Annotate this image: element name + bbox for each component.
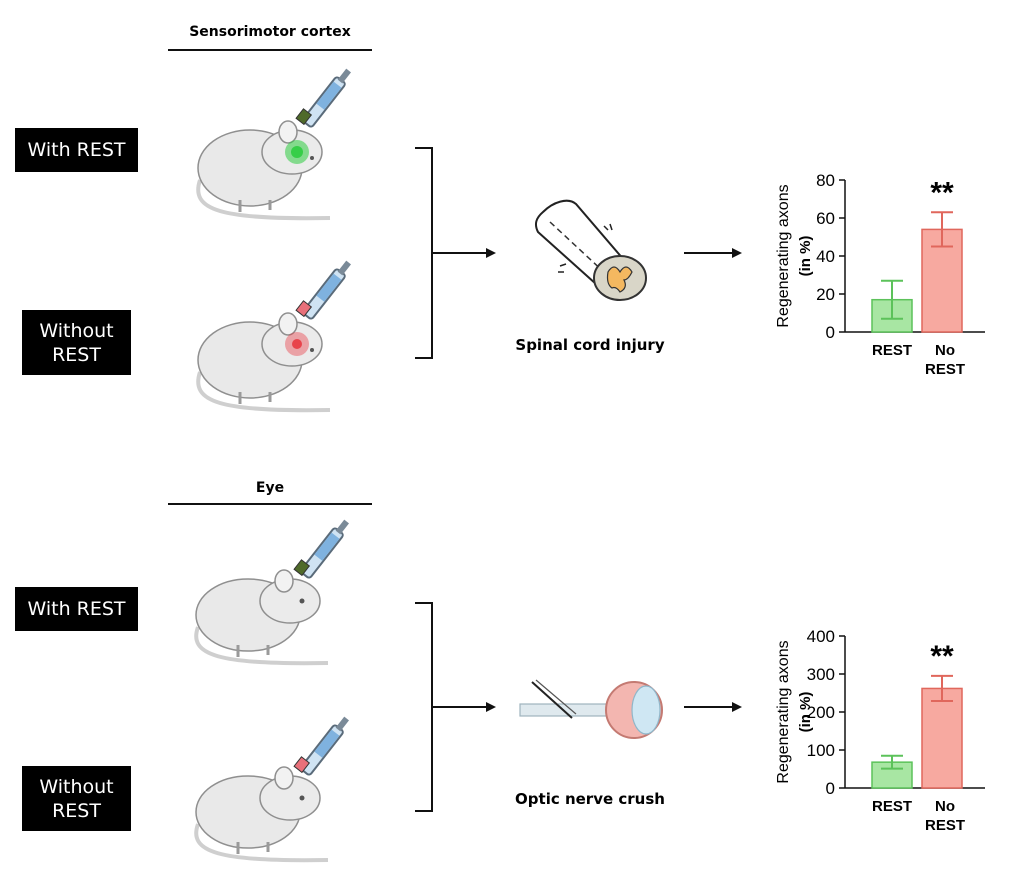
top-mouse-red <box>196 260 351 413</box>
significance-label: ** <box>930 640 954 673</box>
bottom-without-rest-label: Without REST <box>22 766 131 831</box>
bottom-with-rest-text: With REST <box>27 598 126 620</box>
top-with-rest-text: With REST <box>27 139 126 161</box>
y-tick-label: 80 <box>816 171 835 190</box>
top-section-heading: Sensorimotor cortex <box>189 24 351 40</box>
bottom-bracket-arrows <box>415 602 742 812</box>
bar <box>921 687 963 789</box>
y-tick-label: 100 <box>807 741 835 760</box>
y-axis-label: Regenerating axons <box>775 640 792 783</box>
top-mouse-green <box>196 68 351 221</box>
spinal-cord-caption: Spinal cord injury <box>515 336 665 354</box>
bottom-mouse-red <box>194 716 349 863</box>
optic-nerve-caption: Optic nerve crush <box>515 790 665 808</box>
top-with-rest-label: With REST <box>15 128 138 172</box>
bottom-mouse-green <box>194 519 349 666</box>
x-tick-label: No <box>935 798 955 815</box>
x-tick-label: REST <box>872 342 912 359</box>
top-heading-rule <box>168 49 372 51</box>
y-axis-label: Regenerating axons <box>775 184 792 327</box>
bar <box>871 761 913 789</box>
spinal-cord-icon <box>534 199 647 301</box>
y-tick-label: 400 <box>807 627 835 646</box>
top-without-line1: Without <box>39 319 114 342</box>
top-without-line2: REST <box>52 343 101 366</box>
top-without-rest-label: Without REST <box>22 310 131 375</box>
y-axis-label-unit: (in %) <box>797 692 814 733</box>
eye-optic-nerve-icon <box>519 679 663 739</box>
bottom-heading-rule <box>168 503 372 505</box>
bottom-without-line2: REST <box>52 799 101 822</box>
bottom-without-line1: Without <box>39 775 114 798</box>
y-tick-label: 0 <box>826 323 835 342</box>
x-tick-label: REST <box>872 798 912 815</box>
x-tick-label: REST <box>925 817 965 834</box>
y-tick-label: 300 <box>807 665 835 684</box>
y-tick-label: 200 <box>807 703 835 722</box>
bottom-with-rest-label: With REST <box>15 587 138 631</box>
x-tick-label: No <box>935 342 955 359</box>
y-tick-label: 60 <box>816 209 835 228</box>
top-bracket-arrows <box>415 147 742 359</box>
y-tick-label: 40 <box>816 247 835 266</box>
bottom-section-heading: Eye <box>255 480 285 496</box>
syringe-icon <box>295 68 351 149</box>
significance-label: ** <box>930 176 954 209</box>
y-tick-label: 0 <box>826 779 835 798</box>
y-tick-label: 20 <box>816 285 835 304</box>
x-tick-label: REST <box>925 361 965 378</box>
y-axis-label-unit: (in %) <box>797 236 814 277</box>
